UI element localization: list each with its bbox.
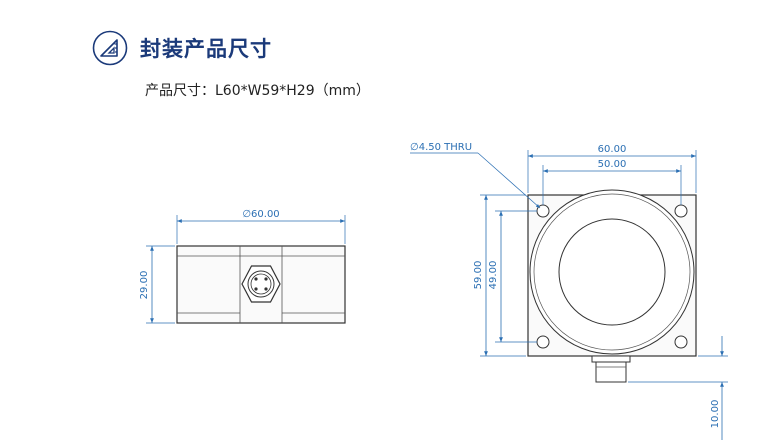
width-outer-label: 60.00: [598, 144, 627, 155]
side-height-label: 29.00: [139, 271, 150, 300]
connector-height-label: 10.00: [710, 400, 721, 429]
product-dimensions-text: 产品尺寸：L60*W59*H29（mm）: [145, 83, 370, 99]
side-view: ∅60.00 29.00: [139, 209, 346, 324]
sensing-face: [558, 218, 666, 326]
width-inner-label: 50.00: [598, 159, 627, 170]
connector-icon: [241, 265, 281, 303]
section-header: 封装产品尺寸: [92, 28, 272, 68]
height-outer-label: 59.00: [473, 261, 484, 290]
section-title: 封装产品尺寸: [140, 37, 272, 61]
outer-ring-inner: [533, 193, 691, 351]
top-view: ∅4.50 THRU 60.00 50.00 59.00 49.00 10.00: [410, 142, 728, 440]
mounting-holes: [536, 204, 688, 349]
side-width-label: ∅60.00: [242, 209, 279, 220]
height-inner-label: 49.00: [488, 261, 499, 290]
hole-callout-label: ∅4.50 THRU: [410, 142, 472, 153]
set-square-ruler-icon: [92, 30, 128, 66]
connector-body: [591, 355, 631, 383]
